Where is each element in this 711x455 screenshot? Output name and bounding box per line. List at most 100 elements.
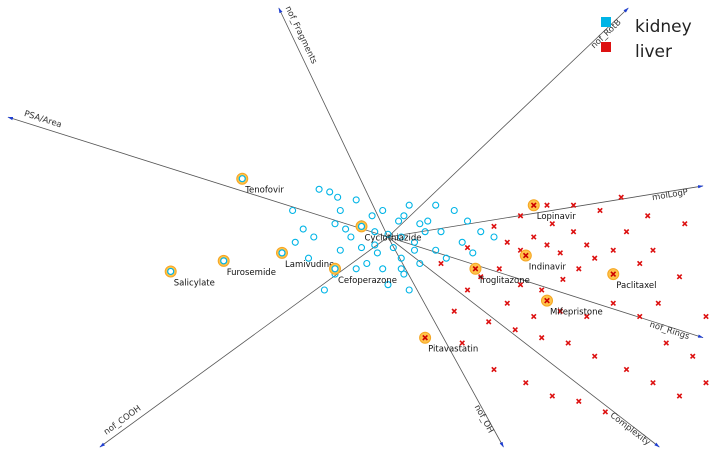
kidney-point	[336, 206, 344, 215]
kidney-point	[477, 228, 485, 236]
kidney-point	[384, 230, 392, 238]
compound-label-pitavastatin: Pitavastatin	[428, 345, 478, 355]
liver-point	[485, 319, 492, 325]
liver-point	[650, 379, 656, 386]
axis-label-nof-cooh: nof_COOH	[102, 404, 143, 438]
kidney-point	[416, 259, 424, 268]
kidney-point	[490, 233, 498, 241]
liver-point	[438, 260, 444, 267]
kidney-point	[437, 228, 445, 236]
kidney-point	[368, 212, 376, 220]
legend-label-kidney: kidney	[635, 17, 692, 37]
compound-label-lopinavir: Lopinavir	[537, 212, 577, 222]
compound-label-tenofovir: Tenofovir	[244, 186, 284, 196]
kidney-point	[379, 265, 387, 273]
liver-point	[618, 194, 624, 201]
legend-swatch-liver	[601, 42, 611, 52]
liver-point	[570, 228, 577, 235]
liver-point	[451, 308, 458, 314]
kidney-point	[400, 212, 408, 220]
highlight-furosemide	[217, 254, 230, 267]
axis-line-nof-rings	[387, 236, 704, 338]
liver-point	[530, 234, 537, 240]
kidney-point	[310, 233, 318, 241]
compound-label-mifepristone: Mifepristone	[550, 308, 603, 318]
legend-swatch-kidney	[601, 17, 611, 27]
liver-point	[583, 242, 590, 248]
compound-label-furosemide: Furosemide	[227, 268, 276, 278]
kidney-point	[336, 246, 344, 254]
liver-point	[576, 266, 582, 272]
data-points	[289, 185, 709, 415]
liver-point	[636, 313, 643, 320]
highlight-pitavastatin	[419, 331, 432, 344]
kidney-point	[371, 228, 379, 236]
liver-point	[703, 313, 709, 320]
liver-point	[689, 353, 696, 360]
kidney-point	[371, 241, 379, 249]
liver-point	[459, 340, 465, 346]
kidney-point	[357, 244, 366, 252]
compound-label-paclitaxel: Paclitaxel	[616, 281, 656, 291]
axis-label-nof-oh: nof_OH	[472, 403, 496, 435]
axis-line-nof-rotb	[387, 7, 629, 238]
highlight-lamivudine	[276, 246, 288, 259]
liver-point	[602, 409, 609, 415]
liver-point	[523, 379, 529, 386]
liver-point	[544, 202, 550, 208]
kidney-point	[389, 244, 397, 252]
axis-label-nof-fragments: nof_Fragments	[283, 5, 319, 67]
highlight-cefoperazone	[329, 262, 341, 275]
kidney-point	[442, 254, 450, 262]
kidney-point	[334, 193, 342, 201]
compound-label-troglitazone: Troglitazone	[477, 276, 529, 286]
kidney-point	[432, 201, 440, 209]
compound-label-cyclothiazide: Cyclothiazide	[365, 233, 422, 243]
liver-point	[544, 242, 550, 248]
liver-point	[464, 244, 471, 251]
liver-point	[517, 213, 524, 219]
kidney-point	[352, 265, 360, 273]
highlight-troglitazone	[469, 262, 482, 275]
liver-point	[663, 340, 670, 346]
liver-point	[496, 266, 503, 272]
compound-label-salicylate: Salicylate	[174, 278, 215, 288]
kidney-point	[320, 286, 328, 294]
axis-line-nof-oh	[387, 236, 504, 448]
liver-point	[477, 273, 484, 280]
liver-point	[557, 308, 564, 314]
liver-point	[655, 300, 662, 307]
highlight-cyclothiazide	[355, 220, 368, 233]
liver-point	[591, 255, 598, 261]
kidney-point	[397, 265, 405, 273]
liver-point	[591, 353, 598, 360]
kidney-point	[395, 217, 403, 225]
compound-label-lamivudine: Lamivudine	[285, 260, 334, 270]
liver-point	[491, 366, 497, 373]
kidney-point	[384, 281, 392, 289]
liver-point	[623, 366, 630, 373]
kidney-point	[363, 259, 371, 268]
liver-point	[538, 334, 545, 341]
liver-point	[549, 393, 556, 399]
legend-label-liver: liver	[635, 42, 672, 62]
liver-point	[610, 300, 617, 307]
kidney-point	[299, 225, 307, 233]
liver-point	[491, 223, 497, 230]
liver-point	[650, 247, 656, 254]
highlight-lopinavir	[527, 199, 540, 212]
kidney-point	[410, 238, 419, 246]
kidney-point	[342, 225, 350, 233]
axis-label-mollogp: molLogP	[651, 188, 688, 204]
liver-point	[464, 287, 471, 293]
liver-point	[623, 228, 630, 235]
kidney-point	[397, 254, 405, 262]
liver-point	[517, 281, 524, 288]
highlight-salicylate	[164, 265, 177, 278]
kidney-point	[373, 249, 381, 257]
liver-point	[676, 273, 683, 280]
axis-line-nof-fragments	[278, 7, 389, 238]
liver-point	[504, 300, 511, 307]
